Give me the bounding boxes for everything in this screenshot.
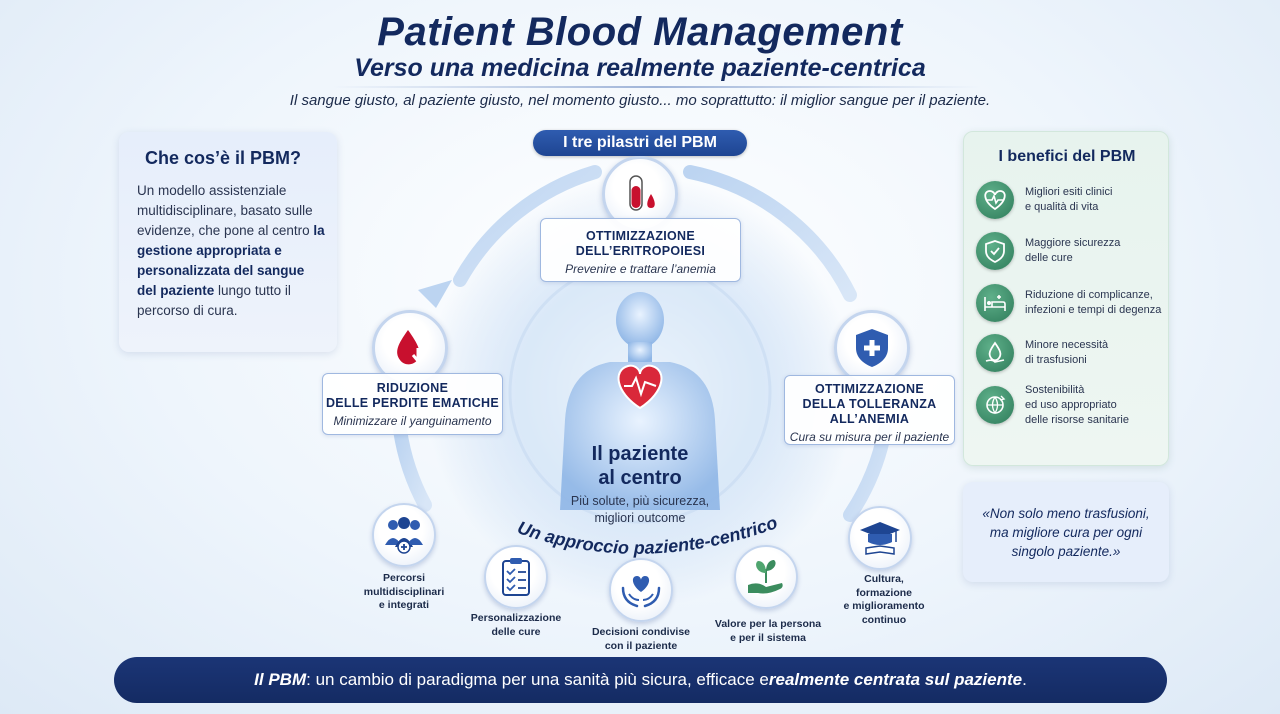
what-text-intro: Un modello assistenziale multidisciplina…: [137, 183, 314, 238]
approach-item-3-line-1: Decisioni condivise: [591, 626, 691, 638]
footer-middle: : un cambio di paradigma per una sanità …: [306, 670, 769, 689]
benefit-3-line-1: Riduzione di complicanze,: [1025, 289, 1153, 301]
benefit-4-line-1: Minore necessità: [1025, 339, 1109, 351]
approach-item-1: Percorsi multidisciplinari e integrati: [340, 572, 468, 613]
quote-card: «Non solo meno trasfusioni, ma migliore …: [963, 482, 1169, 582]
pillar-right-title-1: OTTIMIZZAZIONE: [814, 382, 925, 396]
approach-item-1-line-1: Percorsi: [382, 572, 426, 584]
approach-item-3-line-2: con il paziente: [604, 639, 678, 652]
pillar-top-title-1: OTTIMIZZAZIONE: [585, 229, 696, 243]
hospital-bed-icon: [976, 284, 1014, 322]
benefit-1-line-2: e qualità di vita: [1025, 201, 1099, 213]
benefits-card: I benefici del PBM Migliori esiti clinic…: [963, 131, 1169, 466]
benefit-item-2: Maggiore sicurezza delle cure: [976, 228, 1166, 274]
shield-plus-icon: [834, 310, 910, 386]
ring-arc-top-left: [453, 165, 602, 287]
pillar-right-title-2: DELLA TOLLERANZA: [802, 397, 937, 411]
pillar-top-box: OTTIMIZZAZIONE DELL’ERITROPOIESI Preveni…: [540, 218, 741, 282]
heart-pulse-icon: [976, 181, 1014, 219]
footer-emphasis: realmente centrata sul paziente: [768, 670, 1023, 689]
footer-banner: Il PBM: un cambio di paradigma per una s…: [114, 657, 1167, 703]
benefit-text-1: Migliori esiti clinici e qualità di vita: [1025, 185, 1112, 215]
approach-item-5-line-3: e miglioramento: [843, 600, 925, 612]
footer-lead: Il PBM: [254, 670, 307, 689]
pillar-right-subtitle: Cura su misura per il paziente: [789, 430, 950, 444]
benefit-item-4: Minore necessità di trasfusioni: [976, 330, 1166, 376]
drop-hand-icon: [976, 334, 1014, 372]
approach-item-2-line-2: delle cure: [491, 625, 541, 638]
ring-arc-top-right: [683, 165, 857, 302]
approach-item-5-line-1: Cultura,: [864, 573, 904, 585]
approach-item-4-line-2: e per il sistema: [730, 631, 806, 644]
benefit-text-2: Maggiore sicurezza delle cure: [1025, 236, 1120, 266]
center-title-line-2: al centro: [598, 467, 682, 489]
quote-line-2: ma migliore cura per ogni: [989, 524, 1143, 540]
center-subtitle-line-1: Più solute, più sicurezza,: [570, 494, 710, 508]
pillar-left-box: RIDUZIONE DELLE PERDITE EMATICHE Minimiz…: [322, 373, 503, 435]
pillar-left-title-1: RIDUZIONE: [376, 381, 449, 395]
pillar-top-subtitle: Prevenire e trattare l’anemia: [565, 262, 716, 276]
what-text-bold: la gestione appropriata e personalizzata…: [137, 223, 325, 298]
pillar-right-title-3: ALL’ANEMIA: [829, 412, 910, 426]
heart-hands-icon: [609, 558, 673, 622]
what-text-outro: lungo tutto il percorso di cura.: [137, 283, 291, 318]
benefit-item-5: Sostenibilità ed uso appropriato delle r…: [976, 382, 1166, 428]
approach-item-2: Personalizzazione delle cure: [452, 612, 580, 639]
benefits-title: I benefici del PBM: [998, 148, 1136, 165]
ring-arc-left: [393, 423, 432, 512]
center-title: Il paziente al centro: [540, 442, 740, 490]
approach-item-2-line-1: Personalizzazione: [470, 612, 562, 624]
benefit-text-3: Riduzione di complicanze, infezioni e te…: [1025, 288, 1161, 318]
approach-item-5-line-2: formazione: [855, 586, 912, 599]
approach-item-1-line-3: e integrati: [378, 599, 430, 611]
page-subtitle: Verso una medicina realmente paziente-ce…: [354, 54, 926, 82]
benefit-3-line-2: infezioni e tempi di degenza: [1025, 304, 1162, 316]
checklist-icon: [484, 545, 548, 609]
subtitle-divider: [330, 86, 980, 88]
globe-recycle-icon: [976, 386, 1014, 424]
page-title: Patient Blood Management: [377, 10, 903, 54]
approach-item-5-line-4: continuo: [861, 613, 907, 626]
graduation-cap-icon: [848, 506, 912, 570]
what-is-pbm-card: Che cos’è il PBM? Un modello assistenzia…: [119, 132, 337, 352]
benefit-4-line-2: di trasfusioni: [1025, 354, 1087, 366]
plant-hand-icon: [734, 545, 798, 609]
benefit-2-line-1: Maggiore sicurezza: [1025, 237, 1121, 249]
center-subtitle-line-2: migliori outcome: [594, 511, 686, 525]
what-is-pbm-text: Un modello assistenziale multidisciplina…: [137, 181, 325, 321]
approach-item-4-line-1: Valore per la persona: [714, 618, 822, 630]
quote-line-3: singolo paziente.»: [1011, 543, 1121, 559]
benefit-1-line-1: Migliori esiti clinici: [1025, 186, 1113, 198]
pillar-top-title-2: DELL’ERITROPOIESI: [575, 244, 706, 258]
benefit-5-line-3: delle risorse sanitarie: [1025, 413, 1129, 426]
benefit-text-4: Minore necessità di trasfusioni: [1025, 338, 1108, 368]
center-heart-icon: [617, 364, 663, 410]
center-title-line-1: Il paziente: [591, 443, 689, 465]
benefit-item-1: Migliori esiti clinici e qualità di vita: [976, 177, 1166, 223]
benefit-5-line-2: ed uso appropriato: [1025, 398, 1117, 411]
approach-item-3: Decisioni condivise con il paziente: [577, 626, 705, 653]
human-figure: [560, 292, 720, 510]
approach-item-4: Valore per la persona e per il sistema: [702, 618, 834, 645]
footer-end: .: [1022, 670, 1027, 689]
pillars-header: I tre pilastri del PBM: [533, 130, 747, 156]
pillar-left-subtitle: Minimizzare il yanguinamento: [333, 414, 492, 428]
pillar-left-title-2: DELLE PERDITE EMATICHE: [325, 396, 500, 410]
quote-line-1: «Non solo meno trasfusioni,: [982, 505, 1150, 521]
what-is-pbm-title: Che cos’è il PBM?: [145, 148, 302, 168]
tagline: Il sangue giusto, al paziente giusto, ne…: [289, 92, 991, 109]
shield-check-icon: [976, 232, 1014, 270]
ring-arrow-head: [418, 280, 452, 308]
benefit-5-line-1: Sostenibilità: [1025, 383, 1085, 396]
pillar-right-box: OTTIMIZZAZIONE DELLA TOLLERANZA ALL’ANEM…: [784, 375, 955, 445]
approach-item-1-line-2: multidisciplinari: [363, 585, 445, 598]
benefit-text-5: Sostenibilità ed uso appropriato delle r…: [1025, 383, 1129, 428]
quote-text: «Non solo meno trasfusioni, ma migliore …: [982, 504, 1149, 561]
center-subtitle: Più solute, più sicurezza, migliori outc…: [540, 493, 740, 527]
team-icon: [372, 503, 436, 567]
benefit-2-line-2: delle cure: [1025, 252, 1073, 264]
approach-item-5: Cultura, formazione e miglioramento cont…: [822, 573, 946, 627]
benefit-item-3: Riduzione di complicanze, infezioni e te…: [976, 280, 1166, 326]
